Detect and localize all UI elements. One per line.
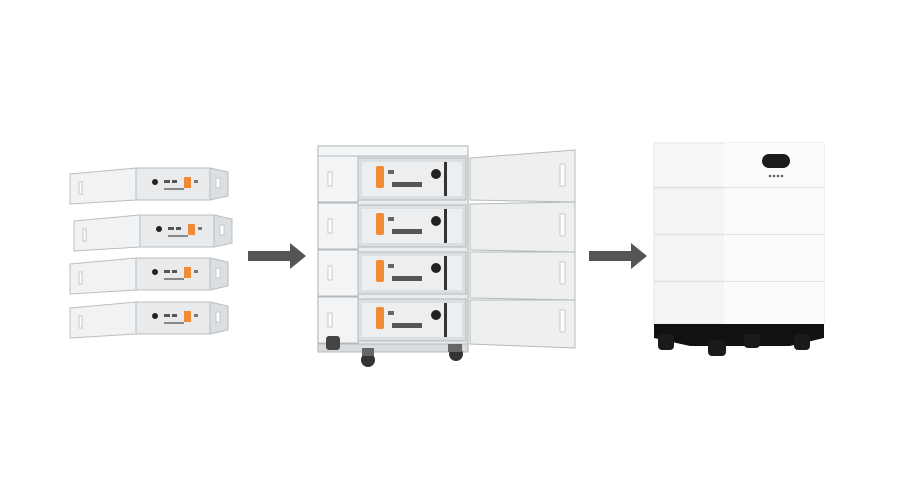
terminal-connector-icon (184, 267, 191, 278)
breaker-switch-icon (156, 226, 162, 232)
breaker-switch-icon (152, 313, 158, 319)
terminal-connector-icon (184, 177, 191, 188)
terminal-connector-icon (376, 166, 384, 188)
rack-doors (469, 149, 576, 349)
right-arrow-icon (248, 243, 306, 269)
battery-module-4 (69, 301, 229, 339)
rack-casters (326, 336, 463, 367)
rack-module-2 (317, 202, 467, 250)
right-arrow-icon (589, 243, 647, 269)
terminal-connector-icon (376, 307, 384, 329)
breaker-switch-icon (431, 310, 441, 320)
breaker-switch-icon (152, 179, 158, 185)
breaker-switch-icon (431, 216, 441, 226)
rack-module-3 (317, 249, 467, 297)
display-window (762, 154, 790, 168)
breaker-switch-icon (152, 269, 158, 275)
breaker-switch-icon (431, 263, 441, 273)
terminal-connector-icon (376, 260, 384, 282)
finished-enclosure (653, 142, 825, 356)
breaker-switch-icon (431, 169, 441, 179)
enclosure-casters (658, 334, 810, 356)
assembled-rack (317, 145, 576, 367)
rack-module-1 (317, 155, 467, 203)
terminal-connector-icon (184, 311, 191, 322)
module-stack (69, 167, 233, 339)
battery-module-3 (69, 257, 229, 295)
battery-module-1 (69, 167, 229, 205)
status-led-dots (768, 174, 784, 178)
terminal-connector-icon (376, 213, 384, 235)
rack-module-4 (317, 296, 467, 344)
terminal-connector-icon (188, 224, 195, 235)
battery-module-2 (73, 214, 233, 252)
